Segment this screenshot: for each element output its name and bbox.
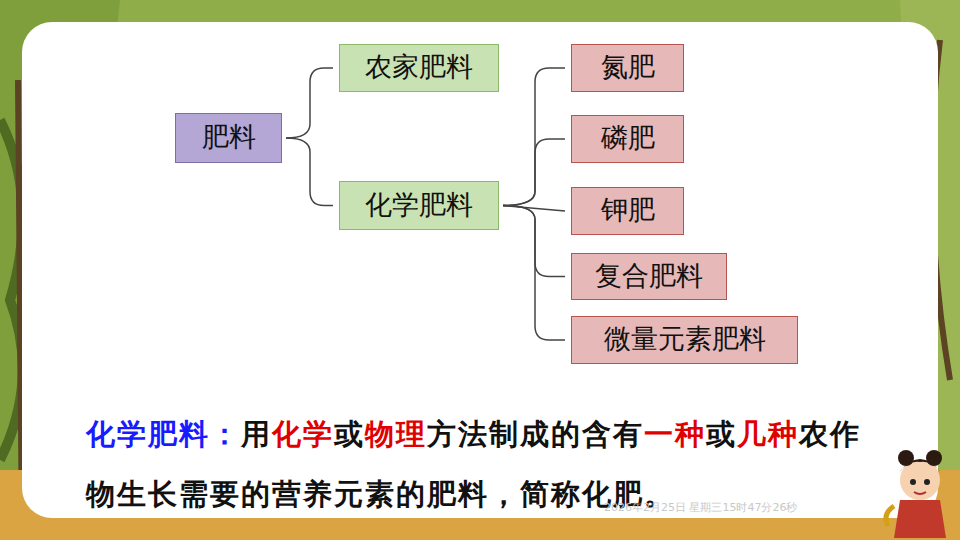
category-box: 磷肥 xyxy=(571,115,684,163)
box-label: 氮肥 xyxy=(601,53,655,83)
box-label: 肥料 xyxy=(202,123,256,153)
bracket-connector xyxy=(503,139,565,206)
bracket-connector xyxy=(286,138,333,206)
definition-run: 用 xyxy=(241,418,272,450)
definition-run: 一种 xyxy=(644,418,706,450)
category-box: 复合肥料 xyxy=(571,253,727,300)
definition-run: 化学肥料： xyxy=(86,418,241,450)
category-box: 肥料 xyxy=(175,113,282,163)
category-box: 钾肥 xyxy=(571,187,684,235)
category-box: 农家肥料 xyxy=(339,44,499,92)
definition-run: 方法制成的含有 xyxy=(427,418,644,450)
category-box: 化学肥料 xyxy=(339,181,499,230)
definition-run: 或 xyxy=(706,418,737,450)
category-box: 氮肥 xyxy=(571,44,684,92)
timestamp-watermark: 2026年2月25日 星期三15时47分26秒 xyxy=(604,500,797,515)
cartoon-character xyxy=(880,440,960,540)
box-label: 微量元素肥料 xyxy=(604,325,766,355)
definition-run: 或 xyxy=(334,418,365,450)
box-label: 钾肥 xyxy=(601,196,655,226)
box-label: 磷肥 xyxy=(601,124,655,154)
definition-run: 物理 xyxy=(365,418,427,450)
category-box: 微量元素肥料 xyxy=(571,316,798,364)
definition-run: 化学 xyxy=(272,418,334,450)
box-label: 农家肥料 xyxy=(365,53,473,83)
definition-run: 几种 xyxy=(737,418,799,450)
box-label: 复合肥料 xyxy=(595,262,703,292)
bracket-connector xyxy=(503,68,565,206)
box-label: 化学肥料 xyxy=(365,191,473,221)
bracket-connector xyxy=(286,68,333,138)
bracket-connector xyxy=(503,206,565,341)
